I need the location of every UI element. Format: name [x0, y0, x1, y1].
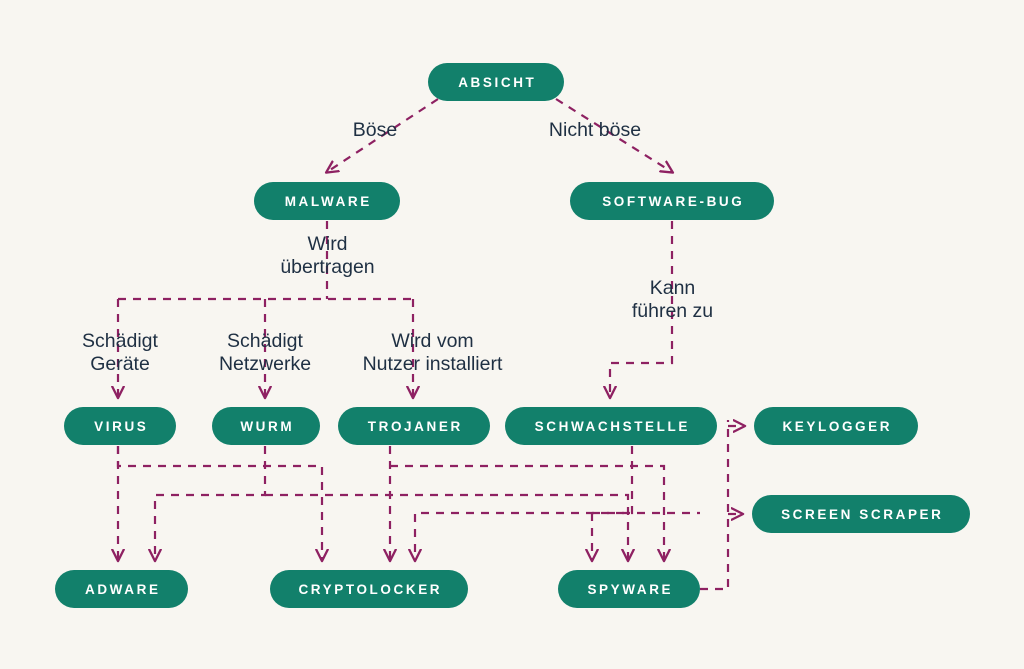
- edge-label-wird-vom-nutzer: Wird vom Nutzer installiert: [362, 330, 503, 375]
- edge-label-kann-fuehren-zu: Kann führen zu: [631, 277, 714, 322]
- edge-softwarebug-schwachstelle: [610, 221, 674, 397]
- node-adware[interactable]: ADWARE: [55, 570, 188, 608]
- edge-label-boese: Böse: [352, 119, 398, 141]
- edge-schwachstelle-cryptolocker: [415, 446, 634, 560]
- node-spyware[interactable]: SPYWARE: [558, 570, 700, 608]
- edge-absicht-malware: [327, 98, 439, 172]
- node-virus[interactable]: VIRUS: [64, 407, 176, 445]
- edge-label-nicht-boese: Nicht böse: [548, 119, 642, 141]
- edge-label-schaedigt-geraete: Schädigt Geräte: [82, 330, 158, 375]
- edge-wurm-spyware: [265, 493, 628, 560]
- node-cryptolocker[interactable]: CRYPTOLOCKER: [270, 570, 468, 608]
- edge-absicht-softwarebug: [555, 98, 672, 172]
- node-malware[interactable]: MALWARE: [254, 182, 400, 220]
- node-screen-scraper[interactable]: SCREEN SCRAPER: [752, 495, 970, 533]
- node-wurm[interactable]: WURM: [212, 407, 320, 445]
- edge-spyware-riser: [700, 420, 730, 591]
- edge-wurm-adware: [155, 446, 267, 560]
- node-keylogger[interactable]: KEYLOGGER: [754, 407, 918, 445]
- node-software-bug[interactable]: SOFTWARE-BUG: [570, 182, 774, 220]
- edge-virus-cryptolocker: [116, 446, 322, 560]
- node-schwachstelle[interactable]: SCHWACHSTELLE: [505, 407, 717, 445]
- edge-label-wird-uebertragen: Wird übertragen: [280, 233, 375, 278]
- node-absicht[interactable]: ABSICHT: [428, 63, 564, 101]
- edge-trojaner-spyware: [390, 464, 664, 560]
- edge-label-schaedigt-netzwerke: Schädigt Netzwerke: [218, 330, 312, 375]
- node-trojaner[interactable]: TROJANER: [338, 407, 490, 445]
